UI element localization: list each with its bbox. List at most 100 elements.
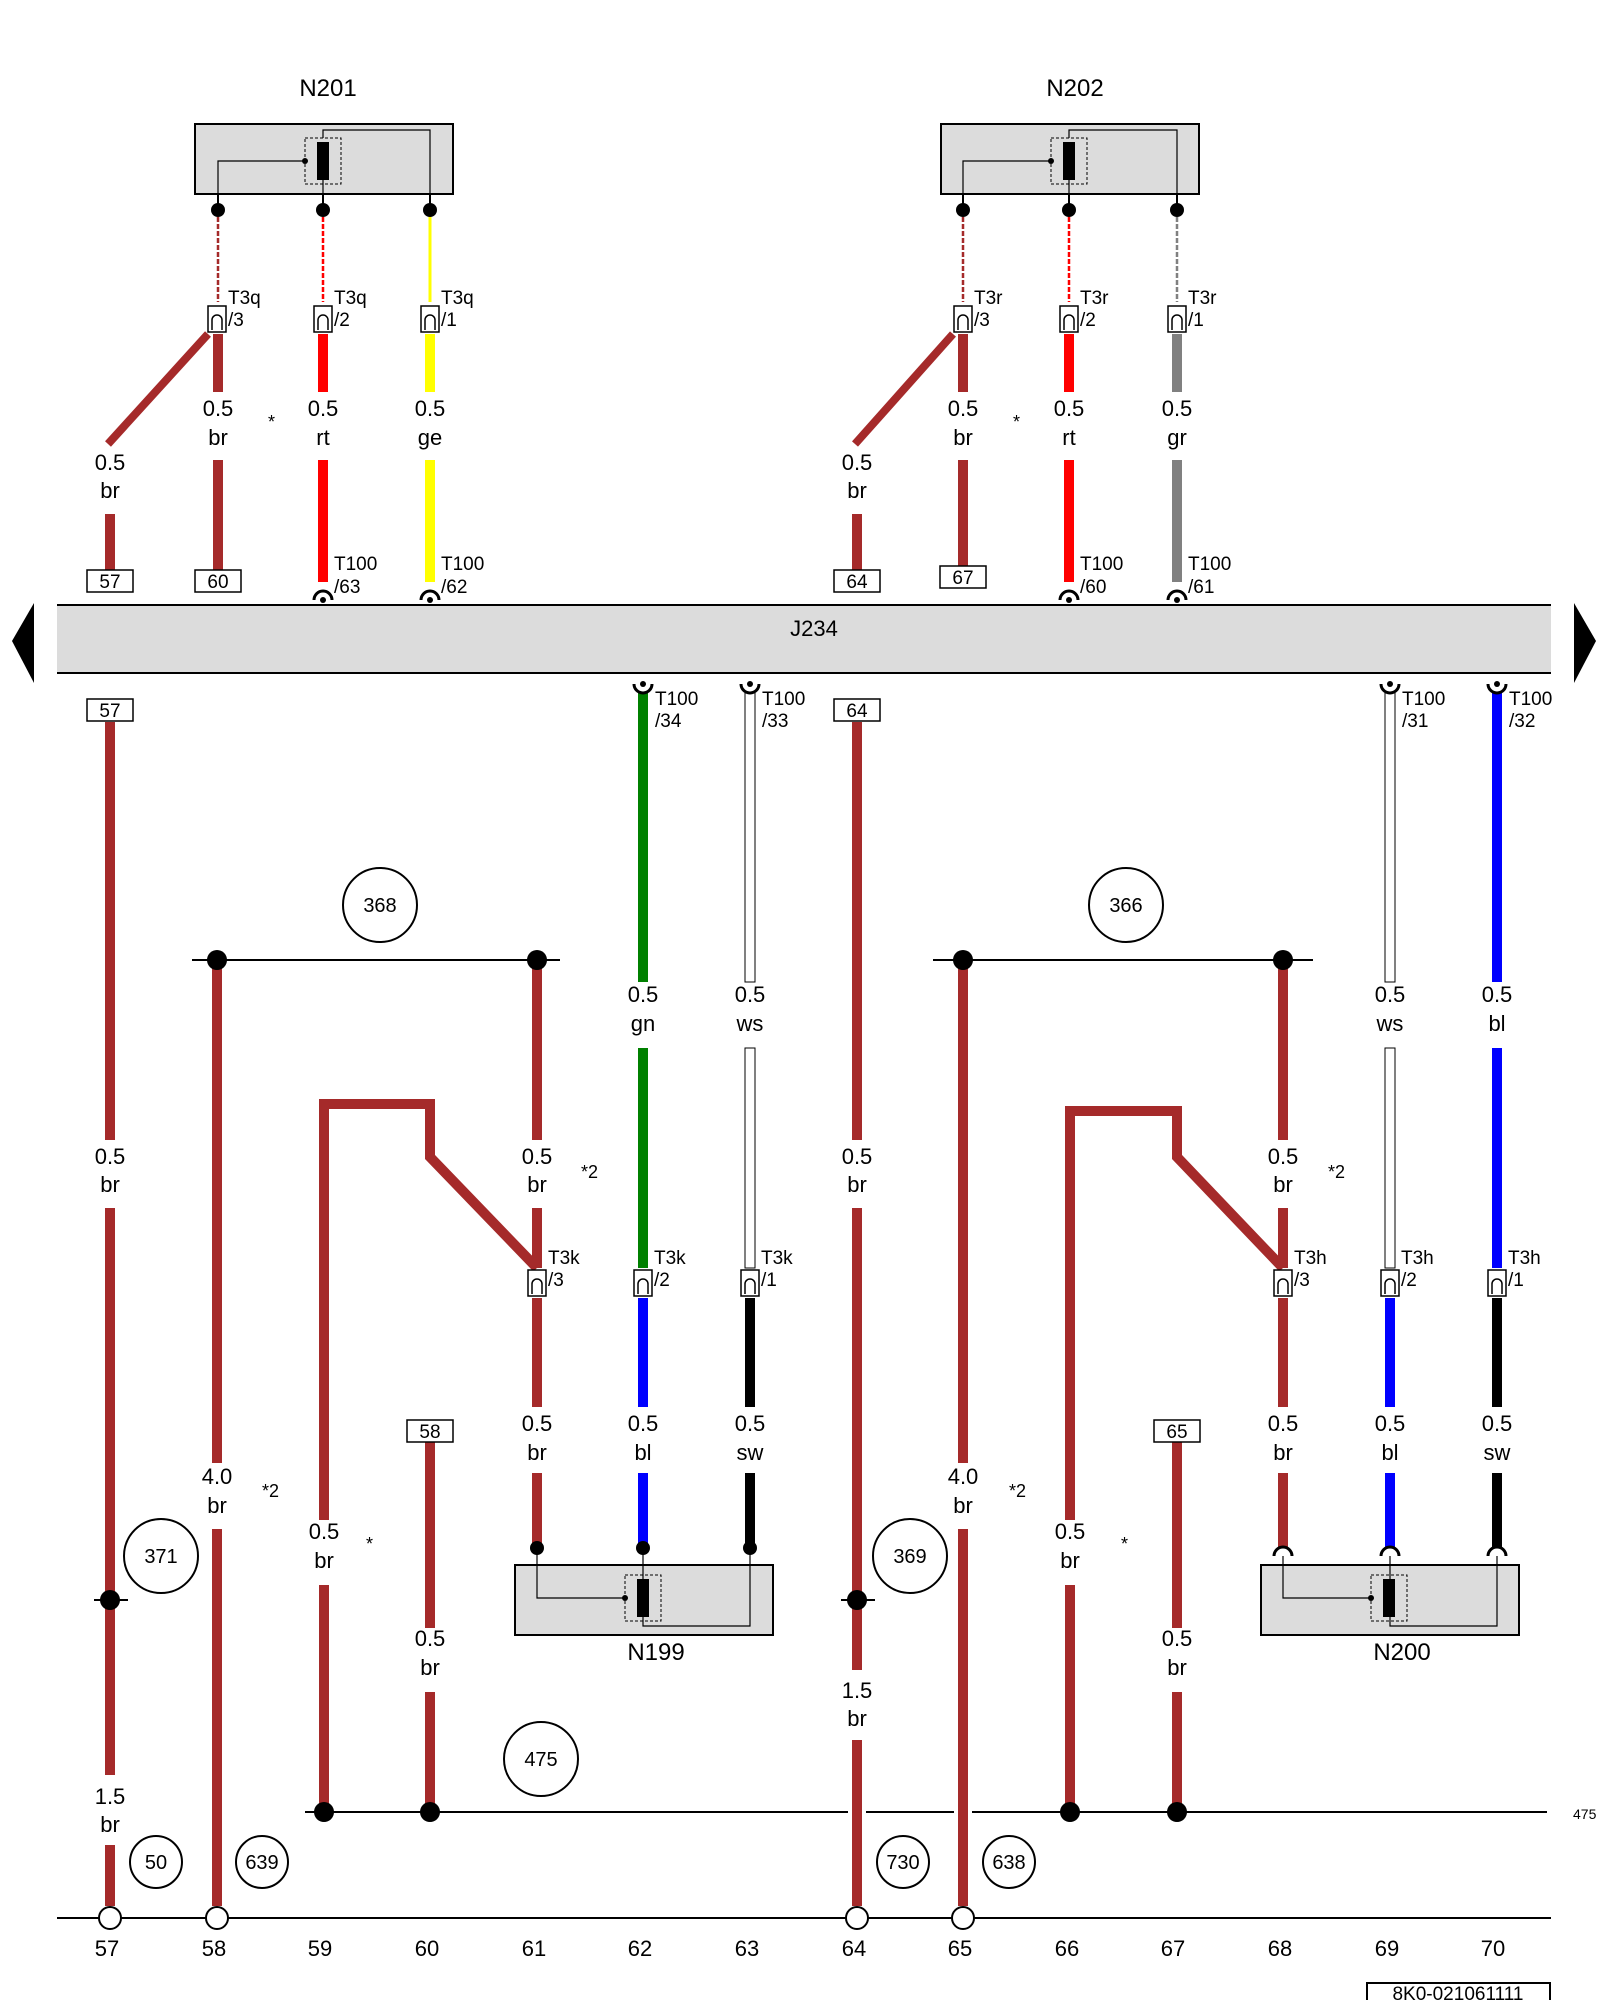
connector-t100-32[interactable]: T100 /32 — [1486, 681, 1552, 732]
track-numbers: 57 58 59 60 61 62 63 64 65 66 67 68 69 7… — [95, 1936, 1505, 1961]
splice-bridges — [94, 950, 1547, 1822]
connector-t3q-3[interactable]: T3q /3 — [207, 288, 261, 333]
connector-t100-34-pin: /34 — [655, 711, 682, 732]
connector-t100-61[interactable]: T100 /61 — [1166, 554, 1231, 603]
connector-t100-63-pin: /63 — [334, 577, 360, 598]
circle-ref-639[interactable]: 639 — [235, 1835, 289, 1889]
svg-text:50: 50 — [145, 1852, 167, 1874]
ref-box-64-bottom[interactable]: 64 — [833, 698, 881, 722]
wire-track-59[interactable] — [319, 1099, 541, 1812]
connector-t3k-2-name: T3k — [654, 1248, 686, 1269]
connector-t100-33[interactable]: T100 /33 — [739, 681, 805, 732]
ref-box-65[interactable]: 65 — [1153, 1419, 1201, 1443]
track-number: 66 — [1055, 1936, 1079, 1961]
connector-t3k-3-pin: /3 — [548, 1270, 564, 1291]
ref-box-60-top[interactable]: 60 — [194, 569, 242, 593]
wire-label-size: 0.5 — [1054, 396, 1085, 421]
connector-t3k-1-pin: /1 — [761, 1270, 777, 1291]
lower-wire-labels: 0.5 br 0.5 gn 0.5 ws 0.5 br 0.5 ws 0.5 b… — [95, 982, 1513, 1837]
ref-box-57-top[interactable]: 57 — [86, 569, 134, 593]
ref-box-67-top[interactable]: 67 — [939, 565, 987, 589]
circle-ref-366[interactable]: 366 — [1088, 867, 1164, 943]
connector-t3r-1[interactable]: T3r /1 — [1167, 288, 1217, 333]
circle-ref-50[interactable]: 50 — [129, 1835, 183, 1889]
connector-t3h-3[interactable]: T3h /3 — [1273, 1248, 1327, 1297]
connector-t100-34-name: T100 — [655, 689, 698, 710]
ref-box-64-top[interactable]: 64 — [833, 569, 881, 593]
footnote: * — [268, 412, 275, 432]
circle-ref-475[interactable]: 475 — [503, 1721, 579, 1797]
svg-text:57: 57 — [99, 701, 120, 722]
wire-label-size: 0.5 — [1055, 1519, 1086, 1544]
connector-t3k-3-name: T3k — [548, 1248, 580, 1269]
connector-t3r-2[interactable]: T3r /2 — [1059, 288, 1109, 333]
ref-box-57-bottom[interactable]: 57 — [86, 698, 134, 722]
wire-label-size: 0.5 — [628, 982, 659, 1007]
circle-ref-730[interactable]: 730 — [876, 1835, 930, 1889]
wire-label-size: 0.5 — [1162, 1626, 1193, 1651]
component-n201[interactable] — [194, 123, 454, 195]
component-n199[interactable] — [514, 1541, 774, 1636]
connector-t100-31[interactable]: T100 /31 — [1379, 681, 1445, 732]
wire-track-66[interactable] — [1065, 1106, 1287, 1812]
connector-t3k-2-pin: /2 — [654, 1270, 670, 1291]
circle-ref-369[interactable]: 369 — [872, 1518, 948, 1594]
wire-label-color: ws — [736, 1011, 764, 1036]
wire-n202-pin3[interactable] — [852, 210, 968, 570]
wire-label-size: 0.5 — [309, 1519, 340, 1544]
wire-label-color: br — [208, 425, 228, 450]
wire-label-size: 0.5 — [1162, 396, 1193, 421]
svg-text:64: 64 — [846, 701, 868, 722]
wire-label-color: bl — [1488, 1011, 1505, 1036]
connector-t3q-2[interactable]: T3q /2 — [313, 288, 367, 333]
connector-t3q-1[interactable]: T3q /1 — [420, 288, 474, 333]
wire-track-63[interactable] — [744, 691, 756, 1548]
wire-label-color: br — [527, 1440, 547, 1465]
continue-left-arrow-icon[interactable] — [12, 603, 34, 683]
component-n202[interactable] — [940, 123, 1200, 195]
connector-t3h-1[interactable]: T3h /1 — [1487, 1248, 1541, 1297]
wire-label-color: bl — [634, 1440, 651, 1465]
wire-label-size: 0.5 — [1375, 1411, 1406, 1436]
ref-box-58[interactable]: 58 — [406, 1419, 454, 1443]
wire-label-color: br — [953, 1493, 973, 1518]
wire-label-size: 0.5 — [522, 1411, 553, 1436]
connector-t3q-3-name: T3q — [228, 288, 261, 309]
connector-t3k-1[interactable]: T3k /1 — [740, 1248, 793, 1297]
wire-label-color: br — [953, 425, 973, 450]
connector-t3k-2[interactable]: T3k /2 — [633, 1248, 686, 1297]
connector-t100-60[interactable]: T100 /60 — [1058, 554, 1123, 603]
wire-label-size: 4.0 — [202, 1464, 233, 1489]
footnote: * — [366, 1534, 373, 1554]
wire-label-color: rt — [316, 425, 329, 450]
circle-ref-638[interactable]: 638 — [982, 1835, 1036, 1889]
wire-label-size: 1.5 — [95, 1784, 126, 1809]
circle-ref-368[interactable]: 368 — [342, 867, 418, 943]
connector-t3h-2[interactable]: T3h /2 — [1380, 1248, 1434, 1297]
track-number: 68 — [1268, 1936, 1292, 1961]
svg-text:366: 366 — [1109, 895, 1142, 917]
svg-text:65: 65 — [1166, 1422, 1187, 1443]
connector-t100-34[interactable]: T100 /34 — [632, 681, 698, 732]
label-n200: N200 — [1373, 1639, 1430, 1666]
wire-track-69[interactable] — [1384, 691, 1396, 1548]
wire-label-color: sw — [1484, 1440, 1511, 1465]
track-number: 62 — [628, 1936, 652, 1961]
circle-ref-371[interactable]: 371 — [123, 1518, 199, 1594]
connector-t100-63[interactable]: T100 /63 — [312, 554, 377, 603]
component-j234[interactable] — [57, 604, 1551, 674]
label-n201: N201 — [299, 75, 356, 102]
track-number: 57 — [95, 1936, 119, 1961]
connector-t100-62-pin: /62 — [441, 577, 467, 598]
wire-label-color: gr — [1167, 425, 1187, 450]
footnote: *2 — [262, 1481, 279, 1501]
track-number: 67 — [1161, 1936, 1185, 1961]
connector-t3k-3[interactable]: T3k /3 — [527, 1248, 580, 1297]
component-n200[interactable] — [1260, 1545, 1520, 1636]
footnote: * — [1013, 412, 1020, 432]
continue-right-arrow-icon[interactable] — [1574, 603, 1596, 683]
connector-t3r-3[interactable]: T3r /3 — [953, 288, 1003, 333]
wire-label-size: 0.5 — [95, 450, 126, 475]
wire-n201-pin3[interactable] — [105, 210, 223, 570]
connector-t100-62[interactable]: T100 /62 — [419, 554, 484, 603]
